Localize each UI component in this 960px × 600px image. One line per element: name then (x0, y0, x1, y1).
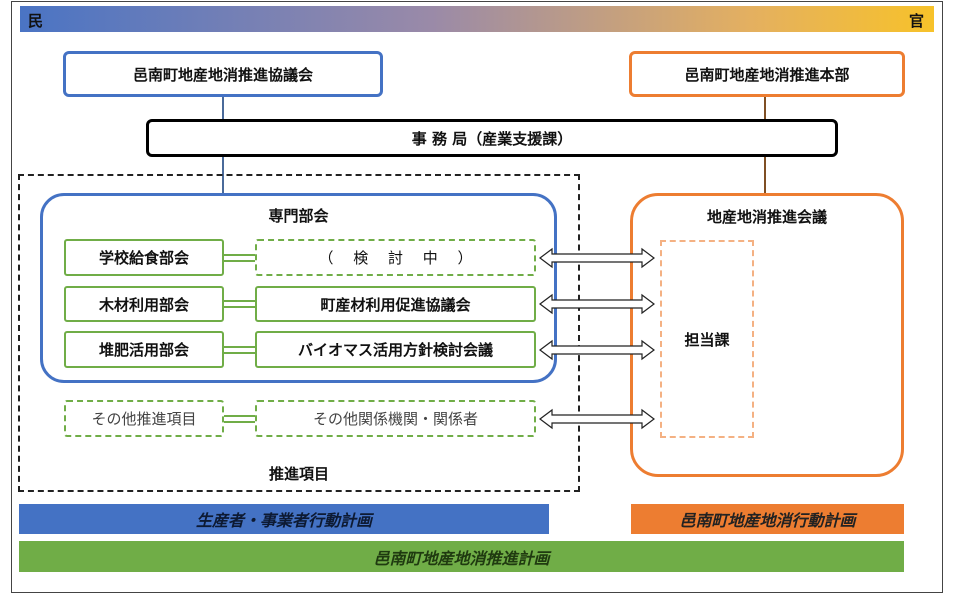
school-lunch-committee: 学校給食部会 (64, 239, 224, 276)
promotion-items-label: 推進項目 (268, 464, 329, 483)
secretariat-box: 事 務 局（産業支援課） (146, 119, 838, 157)
other-partners-label: その他関係機関・関係者 (312, 410, 478, 428)
producer-action-plan-bar: 生産者・事業者行動計画 (19, 504, 549, 534)
diagram-frame (11, 1, 943, 593)
timber-committee: 木材利用部会 (64, 286, 224, 322)
gov-council-title: 地産地消推進会議 (706, 207, 827, 226)
hq-connector (764, 96, 766, 120)
double-line-connectors (224, 254, 255, 423)
town-action-plan-label: 邑南町地産地消行動計画 (679, 511, 856, 530)
department-label: 担当課 (684, 330, 730, 349)
other-partners-box: その他関係機関・関係者 (255, 400, 536, 437)
compost-partner-label: バイオマス活用方針検討会議 (297, 341, 493, 359)
promotion-items-area (18, 174, 580, 492)
double-arrow-icon (539, 293, 655, 315)
double-arrow-icon (539, 408, 655, 430)
other-items-label: その他推進項目 (91, 410, 197, 428)
headquarters-box: 邑南町地産地消推進本部 (629, 51, 905, 97)
double-arrow-icon (539, 247, 655, 269)
council-label: 邑南町地産地消推進協議会 (132, 65, 313, 84)
department-box: 担当課 (660, 240, 754, 438)
private-public-gradient-bar: 民 官 (20, 6, 934, 32)
timber-committee-label: 木材利用部会 (98, 295, 189, 314)
public-label: 官 (908, 12, 924, 30)
other-items-box: その他推進項目 (64, 400, 224, 437)
town-promotion-plan-label: 邑南町地産地消推進計画 (373, 548, 550, 568)
timber-partner: 町産材利用促進協議会 (255, 286, 536, 322)
expert-committee-title: 専門部会 (268, 206, 329, 225)
town-promotion-plan-bar: 邑南町地産地消推進計画 (19, 541, 904, 572)
headquarters-label: 邑南町地産地消推進本部 (684, 65, 850, 84)
compost-committee: 堆肥活用部会 (64, 331, 224, 368)
timber-partner-label: 町産材利用促進協議会 (320, 295, 471, 314)
double-arrow-icon (539, 339, 655, 361)
school-lunch-partner-label: （ 検 討 中 ） (318, 249, 473, 267)
council-connector (222, 96, 224, 120)
secretariat-label: 事 務 局（産業支援課） (411, 129, 573, 148)
private-label: 民 (28, 12, 44, 30)
council-box: 邑南町地産地消推進協議会 (63, 51, 383, 97)
gov-connector (764, 156, 766, 194)
compost-partner: バイオマス活用方針検討会議 (255, 331, 536, 368)
town-action-plan-bar: 邑南町地産地消行動計画 (631, 504, 904, 534)
school-lunch-committee-label: 学校給食部会 (98, 249, 189, 267)
compost-committee-label: 堆肥活用部会 (98, 341, 189, 359)
school-lunch-partner: （ 検 討 中 ） (255, 239, 536, 276)
producer-action-plan-label: 生産者・事業者行動計画 (195, 511, 372, 530)
